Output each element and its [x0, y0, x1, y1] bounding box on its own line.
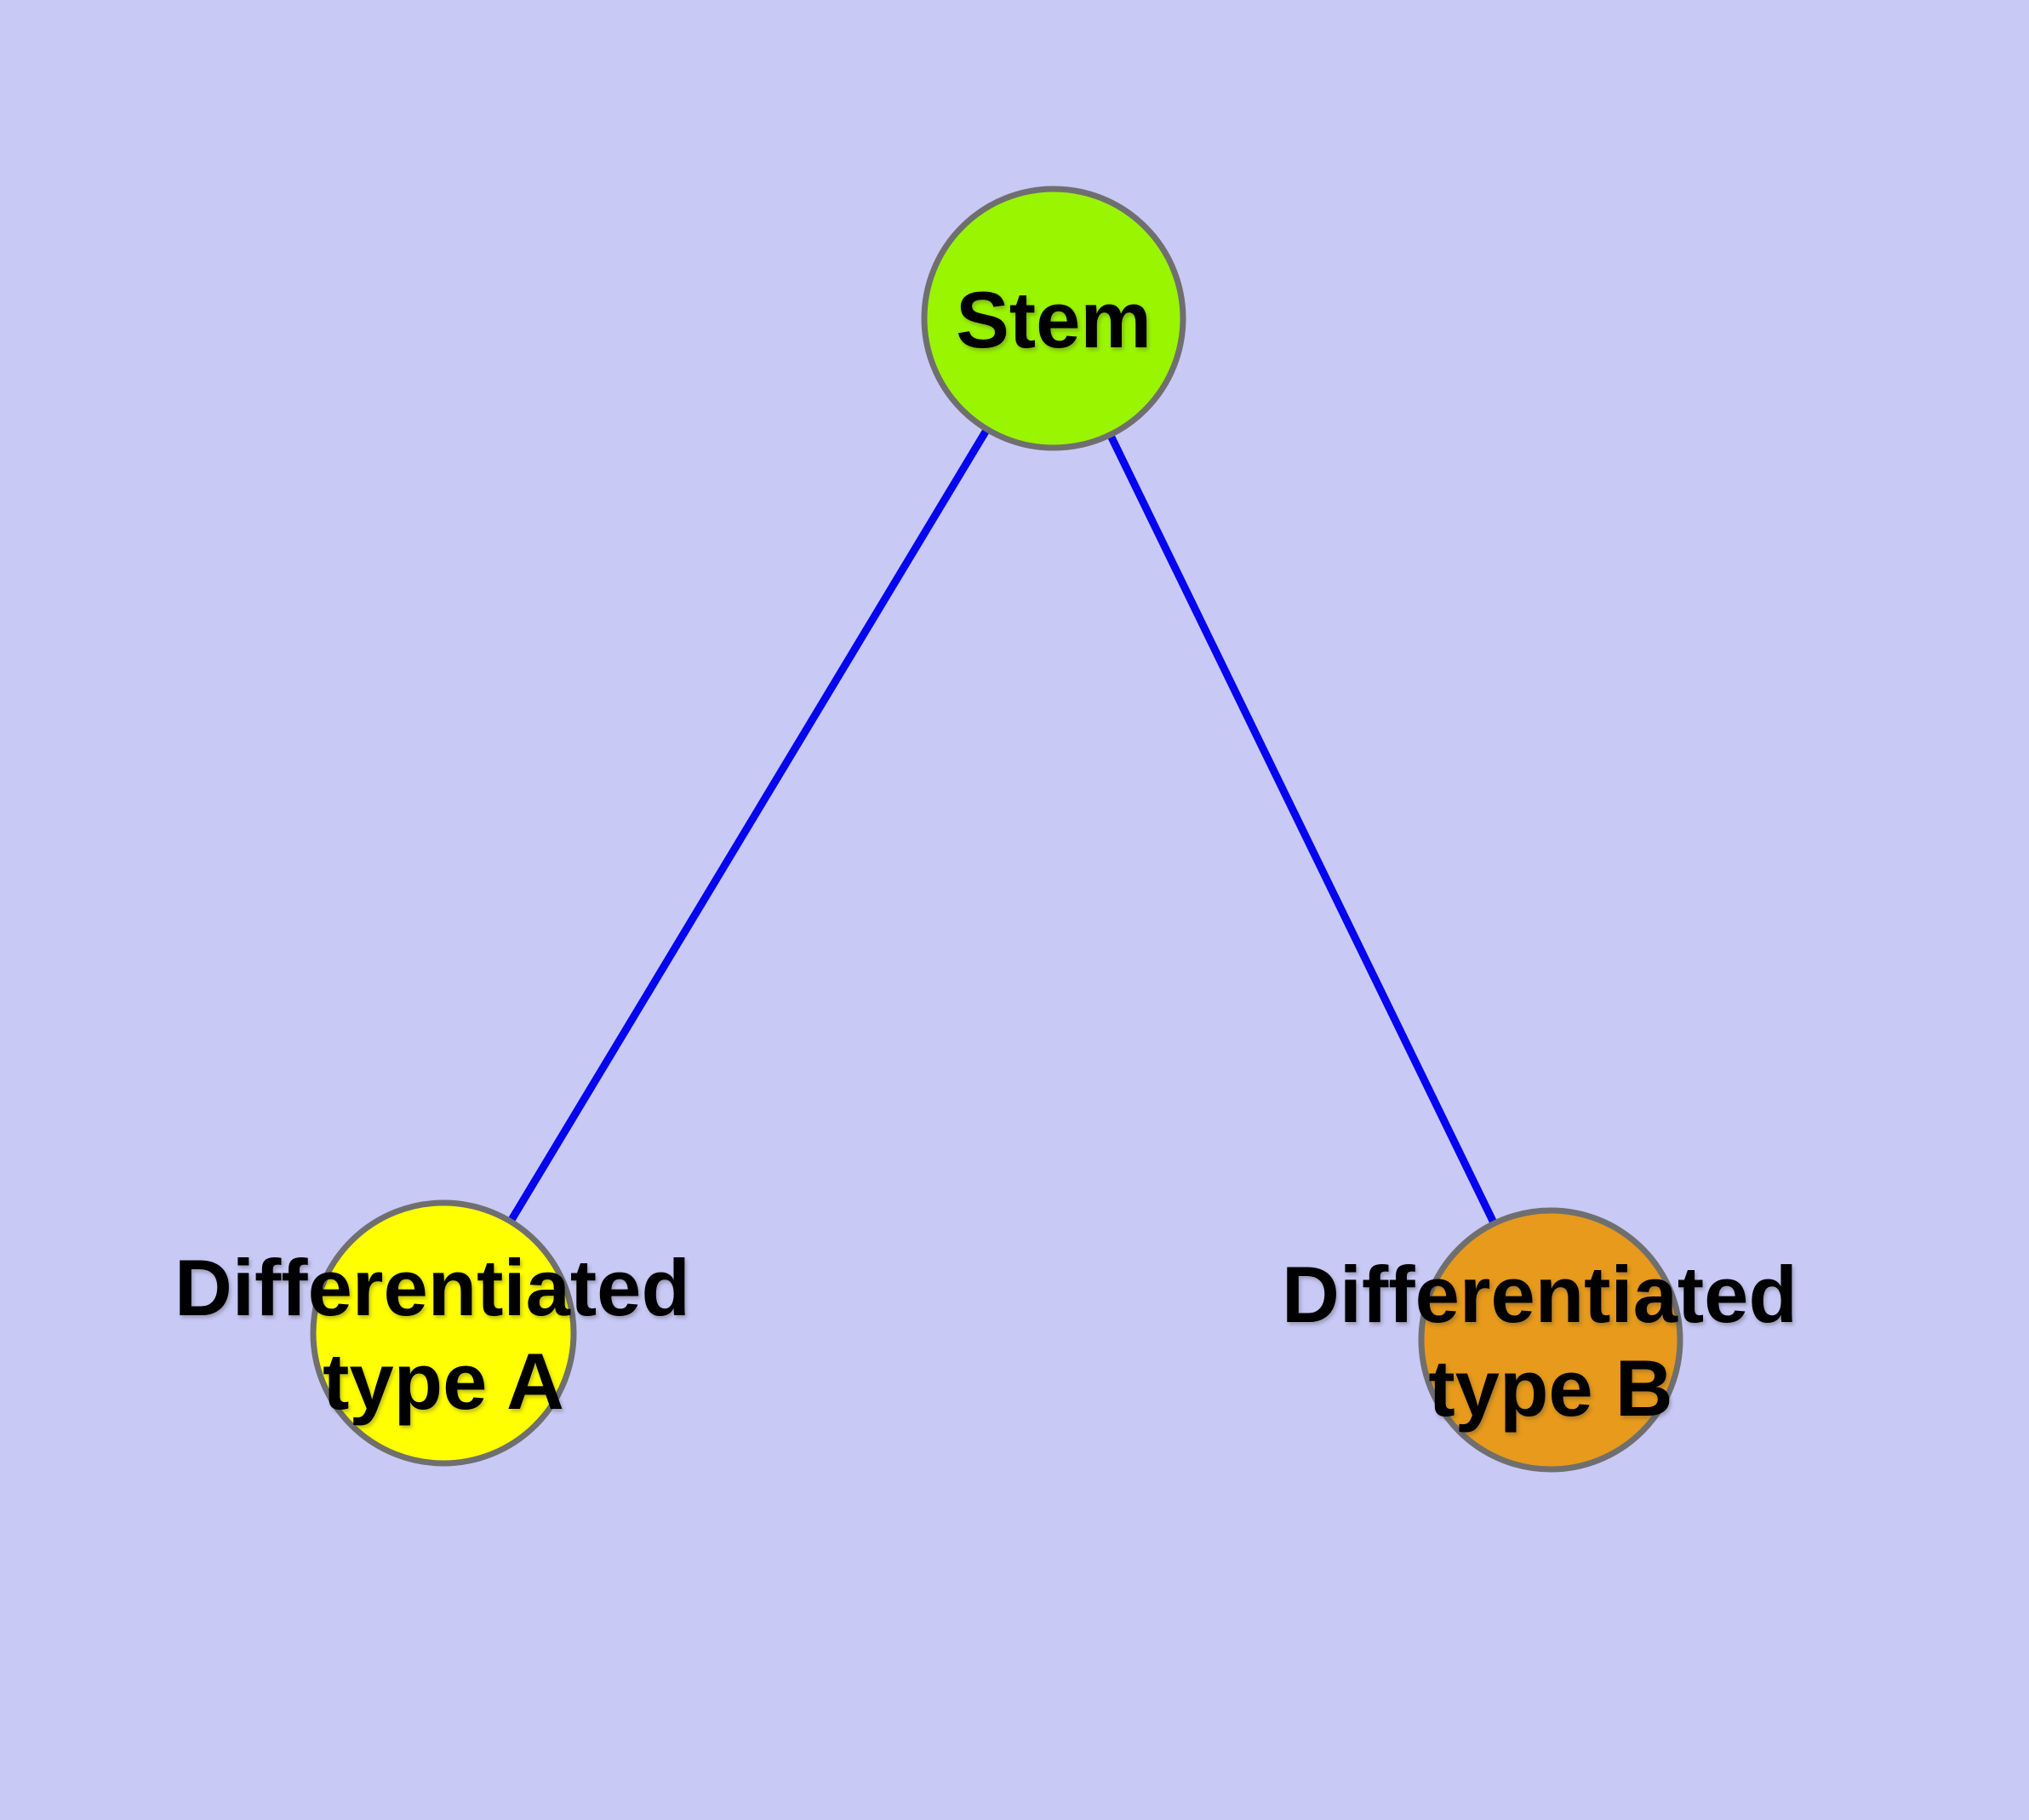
- node-type-a-label-line2: type A: [323, 1336, 564, 1426]
- node-type-b-label: Differentiated type B: [1282, 1250, 1820, 1433]
- node-type-a-label-line1: Differentiated: [174, 1243, 690, 1332]
- node-type-a-label: Differentiated type A: [174, 1243, 712, 1426]
- node-type-b-label-line2: type B: [1428, 1343, 1672, 1433]
- node-stem-label: Stem: [956, 275, 1152, 364]
- node-type-b-circle: [1418, 1207, 1683, 1473]
- node-type-b-label-line1: Differentiated: [1282, 1250, 1798, 1339]
- edge-stem-to-type-b: [1049, 317, 1555, 1342]
- node-stem-label-line1: Stem: [956, 275, 1152, 364]
- edge-stem-to-type-a: [440, 316, 1057, 1336]
- node-type-a-circle: [310, 1199, 577, 1467]
- node-stem-circle: [921, 186, 1186, 451]
